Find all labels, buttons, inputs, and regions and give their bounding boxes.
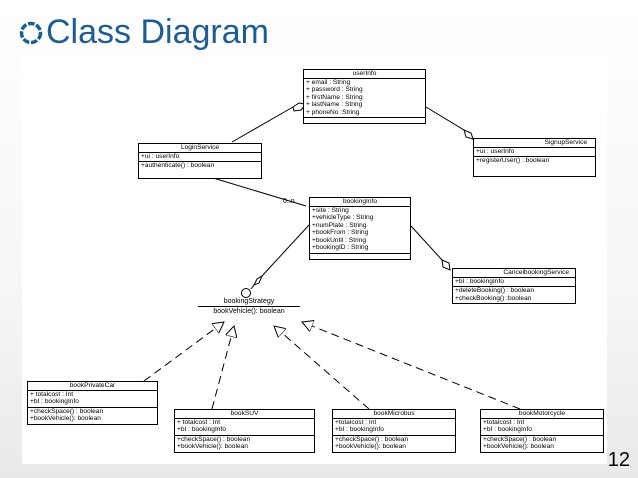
- class-name: bookingInfo: [310, 198, 410, 207]
- operation: +registerUser() : boolean: [476, 157, 550, 164]
- interface-bookingstrategy: bookingStrategy bookVehicle(): boolean: [198, 297, 300, 316]
- attribute: + totalcost : Int: [177, 418, 221, 426]
- attribute: +bI : bookingInfo: [177, 426, 226, 433]
- class-operations: +checkSpace() : boolean +bookVehicle(): …: [28, 408, 157, 424]
- bookinginfo-cancelbooking-aggregation: [410, 225, 451, 271]
- class-name: SignupService: [474, 139, 595, 148]
- class-attributes: + totalcost : Int +bI : bookingInfo: [28, 391, 157, 408]
- attribute: +bookFrom : String: [312, 229, 369, 236]
- class-operations: +checkSpace() : boolean +bookVehicle(): …: [175, 436, 314, 452]
- attribute: + password : String: [306, 86, 363, 93]
- attribute: +bI : bookingInfo: [335, 426, 384, 433]
- class-bookprivatecar: bookPrivateCar + totalcost : Int +bI : b…: [27, 381, 158, 425]
- bookinginfo-bookingstrategy-aggregation: [250, 224, 310, 290]
- class-userinfo: userInfo + email : String + password : S…: [303, 69, 426, 124]
- attribute: +bI : bookingInfo: [455, 277, 504, 285]
- multiplicity-label: 0..n: [283, 198, 295, 205]
- class-name: LoginService: [139, 144, 261, 153]
- attribute: +totalcost : Int: [483, 418, 525, 426]
- interface-name: bookingStrategy: [198, 297, 300, 307]
- class-name: bookSUV: [175, 410, 314, 419]
- class-attributes: +totalcost : Int +bI : bookingInfo: [481, 419, 603, 436]
- attribute: +ui : userInfo: [141, 152, 180, 160]
- class-operations: +checkSpace() : boolean +bookVehicle(): …: [481, 436, 603, 452]
- attribute: + email : String: [306, 78, 351, 86]
- attribute: +bI : bookingInfo: [483, 426, 532, 433]
- class-name: CancelbookingService: [453, 269, 575, 278]
- class-attributes: +ui : userInfo: [139, 152, 261, 162]
- class-attributes: +site : String +vehicleType : String +nu…: [310, 207, 410, 254]
- class-operations: +deleteBooking() : boolean +checkBooking…: [453, 287, 575, 303]
- class-operations: +checkSpace() : boolean +bookVehicle(): …: [333, 436, 455, 452]
- attribute: +bookUntil : String: [312, 236, 367, 244]
- operation: +checkSpace() : boolean: [177, 435, 251, 443]
- operation: +bookVehicle(): boolean: [483, 443, 554, 450]
- attribute: +site : String: [312, 206, 349, 214]
- operation: +bookVehicle(): boolean: [177, 443, 248, 450]
- attribute: + lastName : String: [306, 101, 363, 108]
- ring-bullet-icon: [19, 21, 43, 45]
- userinfo-loginservice-aggregation: [231, 102, 307, 143]
- page-number: 12: [607, 449, 630, 471]
- attribute: +numPlate : String: [312, 221, 367, 229]
- operation: +bookVehicle(): boolean: [30, 415, 101, 422]
- class-operations: [304, 118, 425, 123]
- slide-title: Class Diagram: [46, 13, 269, 51]
- operation: +authenticate() : boolean: [141, 162, 215, 169]
- attribute: +vehicleType : String: [312, 214, 374, 221]
- class-cancelbookingservice: CancelbookingService +bI : bookingInfo +…: [452, 268, 576, 304]
- loginservice-bookinginfo-association: [199, 173, 307, 207]
- realization-arrows: [143, 322, 521, 410]
- class-attributes: +ui : userInfo: [474, 147, 595, 157]
- userinfo-signupservice-aggregation: [425, 106, 474, 140]
- class-operations: +registerUser() : boolean: [474, 157, 595, 176]
- class-signupservice: SignupService +ui : userInfo +registerUs…: [473, 138, 596, 177]
- class-loginservice: LoginService +ui : userInfo +authenticat…: [138, 143, 262, 179]
- class-attributes: + email : String + password : String + f…: [304, 78, 425, 118]
- class-attributes: +bI : bookingInfo: [453, 277, 575, 287]
- class-bookinginfo: bookingInfo +site : String +vehicleType …: [309, 197, 411, 260]
- class-bookmotorcycle: bookMotorcycle +totalcost : Int +bI : bo…: [480, 409, 604, 453]
- class-operations: [310, 254, 410, 259]
- class-name: bookMotorcycle: [481, 410, 603, 419]
- attribute: +bI : bookingInfo: [30, 398, 79, 405]
- class-name: bookMicrobus: [333, 410, 455, 419]
- class-name: bookPrivateCar: [28, 382, 157, 391]
- attribute: + phoneNo :String: [306, 108, 360, 116]
- class-name: userInfo: [304, 70, 425, 79]
- class-attributes: +totalcost : Int +bI : bookingInfo: [333, 419, 455, 436]
- attribute: +totalcost : Int: [335, 418, 377, 426]
- operation: +checkSpace() : boolean: [483, 435, 557, 443]
- class-bookmicrobus: bookMicrobus +totalcost : Int +bI : book…: [332, 409, 456, 453]
- class-attributes: + totalcost : Int +bI : bookingInfo: [175, 419, 314, 436]
- attribute: +bookingID : String: [312, 244, 369, 251]
- class-operations: +authenticate() : boolean: [139, 162, 261, 178]
- interface-operation: bookVehicle(): boolean: [213, 308, 285, 315]
- operation: +checkBooking() :boolean: [455, 294, 532, 302]
- operation: +checkSpace() : boolean: [335, 435, 409, 443]
- attribute: + firstName : String: [306, 93, 363, 101]
- operation: +checkSpace() : boolean: [30, 407, 104, 415]
- operation: +deleteBooking() : boolean: [455, 287, 534, 294]
- attribute: + totalcost : Int: [30, 390, 74, 398]
- class-booksuv: bookSUV + totalcost : Int +bI : bookingI…: [174, 409, 315, 453]
- attribute: +ui : userInfo: [476, 147, 515, 155]
- interface-lollipop-circle: [241, 288, 251, 298]
- operation: +bookVehicle(): boolean: [335, 443, 406, 450]
